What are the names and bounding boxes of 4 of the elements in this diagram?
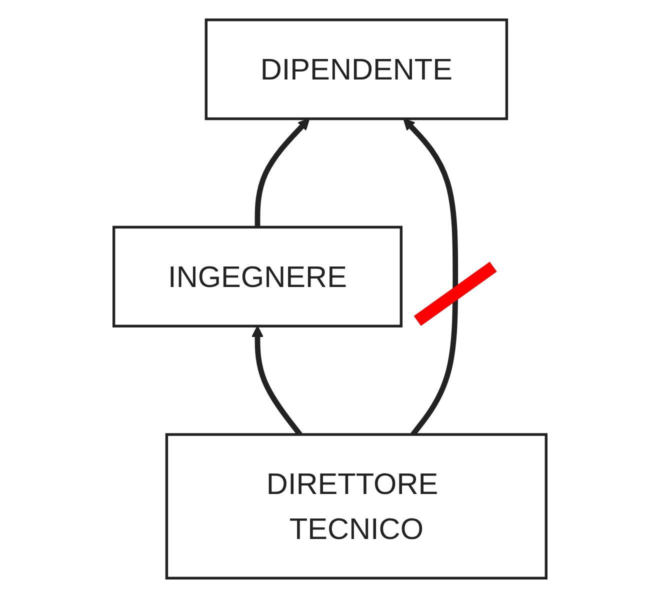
- node-label: INGEGNERE: [168, 259, 347, 294]
- node-label: DIRETTORE TECNICO: [266, 466, 438, 546]
- node-label: DIPENDENTE: [260, 52, 453, 86]
- arrow: [254, 118, 310, 227]
